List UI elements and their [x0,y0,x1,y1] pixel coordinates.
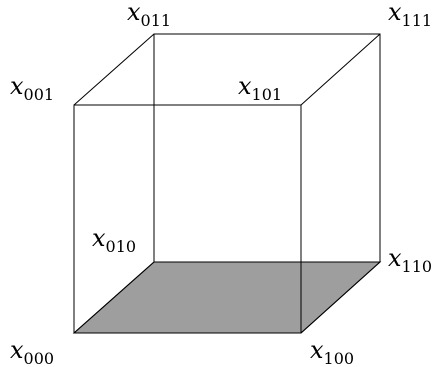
vertex-label-x100: x100 [310,336,354,367]
edge-x001-x011 [73,33,155,106]
vertex-label-x010: x010 [92,224,136,256]
edge-x100-x110 [300,261,381,334]
edge-x101-x111 [300,33,381,106]
vertex-label-x111: x111 [388,0,432,30]
vertex-label-x110: x110 [388,244,432,276]
vertex-label-x000: x000 [10,336,54,367]
edge-x000-x010 [73,261,155,334]
vertex-label-x001: x001 [10,72,54,104]
vertex-label-x101: x101 [238,72,282,104]
bottom-face [72,261,382,334]
vertex-label-x011: x011 [127,0,171,30]
